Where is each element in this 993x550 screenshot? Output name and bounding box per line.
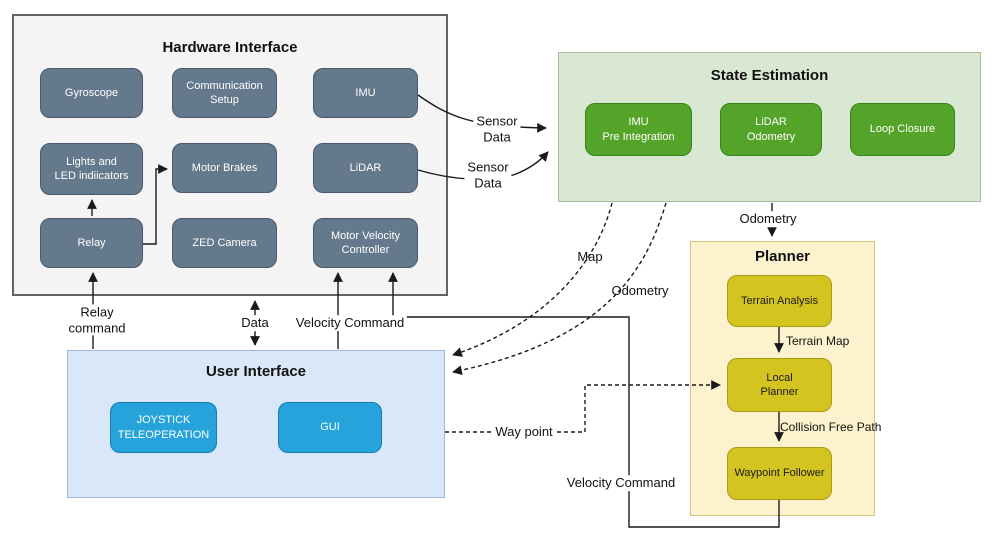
node-imu: IMU: [313, 68, 418, 118]
edge-label-velocity-command-ui: Velocity Command: [292, 315, 408, 331]
group-title-planner: Planner: [754, 248, 811, 265]
node-gyroscope: Gyroscope: [40, 68, 143, 118]
node-joystick-teleoperation: JOYSTICK TELEOPERATION: [110, 402, 217, 453]
edge-label-way-point: Way point: [492, 424, 556, 440]
node-imu-pre-integration: IMU Pre Integration: [585, 103, 692, 156]
node-motor-velocity-controller: Motor Velocity Controller: [313, 218, 418, 268]
node-terrain-analysis: Terrain Analysis: [727, 275, 832, 327]
node-waypoint-follower: Waypoint Follower: [727, 447, 832, 500]
group-title-hardware-interface: Hardware Interface: [162, 39, 298, 56]
node-motor-brakes: Motor Brakes: [172, 143, 277, 193]
group-title-state-estimation: State Estimation: [710, 67, 829, 84]
edge-label-data: Data: [238, 315, 272, 331]
edge-label-velocity-command-planner: Velocity Command: [563, 475, 679, 491]
node-loop-closure: Loop Closure: [850, 103, 955, 156]
edge-label-sensor-data-imu: Sensor Data: [473, 113, 521, 145]
node-lidar: LiDAR: [313, 143, 418, 193]
node-local-planner: Local Planner: [727, 358, 832, 412]
edge-map-to-ui: [452, 202, 613, 357]
edge-label-odometry-ui: Odometry: [611, 283, 669, 299]
node-communication-setup: Communication Setup: [172, 68, 277, 118]
node-gui: GUI: [278, 402, 382, 453]
node-relay: Relay: [40, 218, 143, 268]
edge-way-point: [445, 380, 721, 433]
node-zed-camera: ZED Camera: [172, 218, 277, 268]
edge-label-sensor-data-lidar: Sensor Data: [464, 159, 512, 191]
edge-label-collision-free-path: Collision Free Path: [780, 419, 882, 434]
group-title-user-interface: User Interface: [205, 363, 307, 380]
edge-label-relay-command: Relay command: [65, 304, 129, 336]
node-lidar-odometry: LiDAR Odometry: [720, 103, 822, 156]
edge-label-terrain-map: Terrain Map: [786, 333, 850, 348]
edge-label-odometry-planner: Odometry: [736, 211, 800, 227]
node-lights-led-indicators: Lights and LED indiicators: [40, 143, 143, 195]
edge-label-map: Map: [577, 249, 603, 265]
